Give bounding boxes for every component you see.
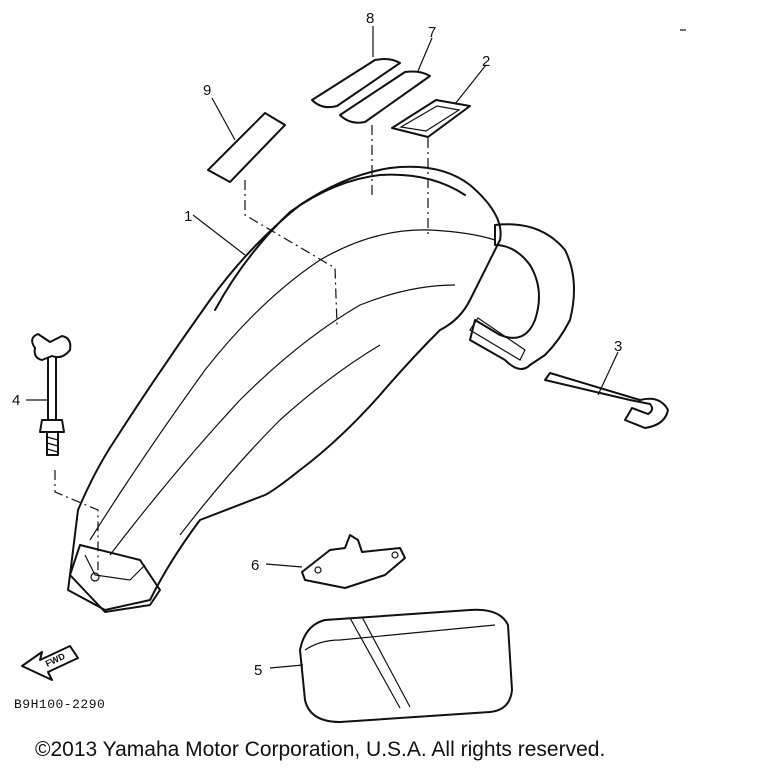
fwd-label: FWD xyxy=(44,651,67,669)
callout-7: 7 xyxy=(428,24,436,41)
callout-3: 3 xyxy=(614,338,622,355)
part-2-emblem xyxy=(391,99,471,138)
copyright-notice: ©2013 Yamaha Motor Corporation, U.S.A. A… xyxy=(35,738,606,761)
leader-lines xyxy=(26,26,619,669)
fwd-arrow-icon: FWD xyxy=(21,645,79,681)
part-8-decal xyxy=(311,58,401,109)
part-5-tool-bag xyxy=(299,608,513,723)
callout-6: 6 xyxy=(251,557,259,574)
part-6-bracket xyxy=(301,534,406,589)
part-4-wing-bolt xyxy=(31,333,72,456)
callout-9: 9 xyxy=(203,82,211,99)
callout-2: 2 xyxy=(482,53,490,70)
callout-4: 4 xyxy=(12,392,20,409)
assembly-lines xyxy=(54,125,429,570)
part-1-fender xyxy=(67,165,575,613)
callout-1: 1 xyxy=(184,208,192,225)
callout-8: 8 xyxy=(366,10,374,27)
drawing-code: B9H100-2290 xyxy=(14,697,106,712)
callout-5: 5 xyxy=(254,662,262,679)
part-7-decal xyxy=(339,70,431,124)
part-9-decal xyxy=(207,112,286,183)
part-3-rod xyxy=(544,372,669,429)
